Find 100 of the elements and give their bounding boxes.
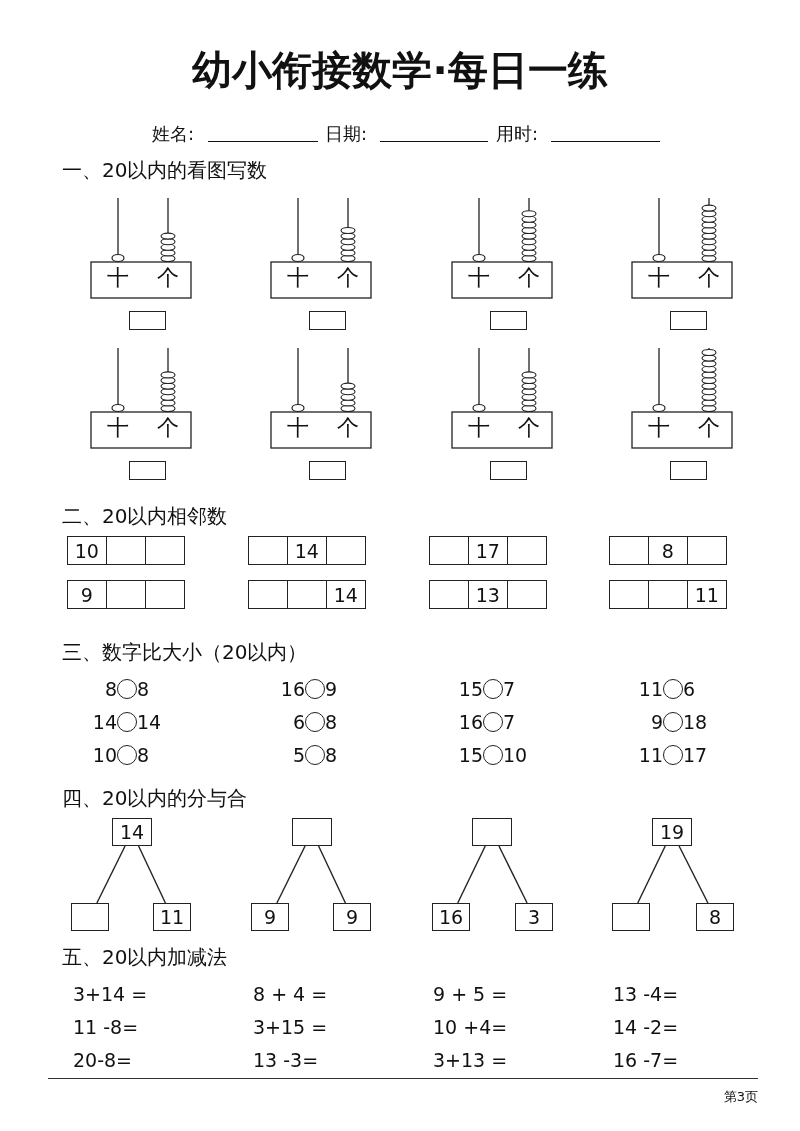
answer-circle: [117, 712, 137, 732]
number-label: 16: [458, 709, 483, 735]
number-box: 19: [652, 818, 692, 846]
equation: 3+15 =: [253, 1014, 328, 1040]
answer-box: [129, 311, 166, 330]
number-label: 18: [683, 709, 708, 735]
number-label: 14: [137, 709, 162, 735]
answer-box: [490, 461, 527, 480]
number-label: 9: [650, 709, 663, 735]
connector-line: [137, 845, 167, 904]
number-label: 15: [458, 742, 483, 768]
place-value-label: 十: [286, 263, 310, 292]
answer-box: [507, 536, 547, 565]
number-box: 14: [326, 580, 366, 609]
field-label: 日期:: [325, 121, 368, 145]
answer-circle: [483, 745, 503, 765]
answer-box: [687, 536, 727, 565]
answer-box: [129, 461, 166, 480]
answer-circle: [305, 745, 325, 765]
answer-box: [429, 580, 469, 609]
answer-box: [670, 311, 707, 330]
number-box: 13: [468, 580, 508, 609]
connector-line: [498, 845, 528, 904]
equation: 3+14 =: [73, 981, 148, 1007]
number-label: 16: [280, 676, 305, 702]
answer-circle: [117, 745, 137, 765]
answer-box: [472, 818, 512, 846]
section-heading: 五、20以内加减法: [62, 944, 228, 970]
answer-circle: [483, 679, 503, 699]
answer-box: [612, 903, 650, 931]
connector-line: [317, 845, 347, 904]
place-value-label: 十: [467, 263, 491, 292]
place-value-label: 十: [647, 263, 671, 292]
number-label: 10: [503, 742, 528, 768]
page-number: 第3页: [723, 1087, 758, 1105]
place-value-label: 个: [156, 413, 180, 442]
connector-line: [276, 845, 306, 904]
number-label: 14: [92, 709, 117, 735]
number-label: 6: [683, 676, 696, 702]
number-label: 10: [92, 742, 117, 768]
number-label: 7: [503, 709, 516, 735]
field-label: 用时:: [496, 121, 539, 145]
answer-circle: [483, 712, 503, 732]
equation: 9 + 5 =: [433, 981, 508, 1007]
equation: 13 -3=: [253, 1047, 319, 1073]
place-value-label: 个: [336, 263, 360, 292]
number-box: 9: [67, 580, 107, 609]
answer-box: [145, 580, 185, 609]
equation: 10 +4=: [433, 1014, 508, 1040]
number-label: 8: [137, 676, 150, 702]
answer-box: [248, 580, 288, 609]
number-box: 10: [67, 536, 107, 565]
equation: 11 -8=: [73, 1014, 139, 1040]
number-label: 8: [325, 709, 338, 735]
equation: 8 + 4 =: [253, 981, 328, 1007]
connector-line: [96, 845, 126, 904]
number-label: 9: [325, 676, 338, 702]
answer-circle: [663, 712, 683, 732]
number-label: 8: [325, 742, 338, 768]
number-label: 11: [638, 742, 663, 768]
place-value-label: 个: [156, 263, 180, 292]
place-value-label: 个: [517, 413, 541, 442]
number-box: 16: [432, 903, 470, 931]
number-box: 9: [251, 903, 289, 931]
number-label: 6: [292, 709, 305, 735]
place-value-label: 个: [336, 413, 360, 442]
number-box: 14: [287, 536, 327, 565]
equation: 16 -7=: [613, 1047, 679, 1073]
answer-box: [609, 580, 649, 609]
section-heading: 四、20以内的分与合: [62, 785, 248, 811]
number-label: 8: [137, 742, 150, 768]
place-value-label: 个: [517, 263, 541, 292]
number-box: 9: [333, 903, 371, 931]
connector-line: [457, 845, 486, 904]
answer-box: [309, 311, 346, 330]
number-box: 11: [153, 903, 191, 931]
connector-line: [678, 845, 709, 904]
number-label: 7: [503, 676, 516, 702]
answer-box: [648, 580, 688, 609]
answer-box: [292, 818, 332, 846]
number-label: 8: [104, 676, 117, 702]
section-heading: 二、20以内相邻数: [62, 503, 228, 529]
section-heading: 三、数字比大小（20以内）: [62, 639, 308, 665]
place-value-label: 十: [286, 413, 310, 442]
section-heading: 一、20以内的看图写数: [62, 157, 268, 183]
place-value-label: 个: [697, 413, 721, 442]
answer-box: [490, 311, 527, 330]
answer-box: [71, 903, 109, 931]
answer-box: [287, 580, 327, 609]
equation: 13 -4=: [613, 981, 679, 1007]
place-value-label: 十: [106, 263, 130, 292]
answer-circle: [305, 712, 325, 732]
number-label: 15: [458, 676, 483, 702]
answer-box: [248, 536, 288, 565]
number-box: 11: [687, 580, 727, 609]
number-label: 5: [292, 742, 305, 768]
answer-circle: [305, 679, 325, 699]
equation: 14 -2=: [613, 1014, 679, 1040]
equation: 20-8=: [73, 1047, 133, 1073]
title: 幼小衔接数学·每日一练: [191, 46, 609, 95]
